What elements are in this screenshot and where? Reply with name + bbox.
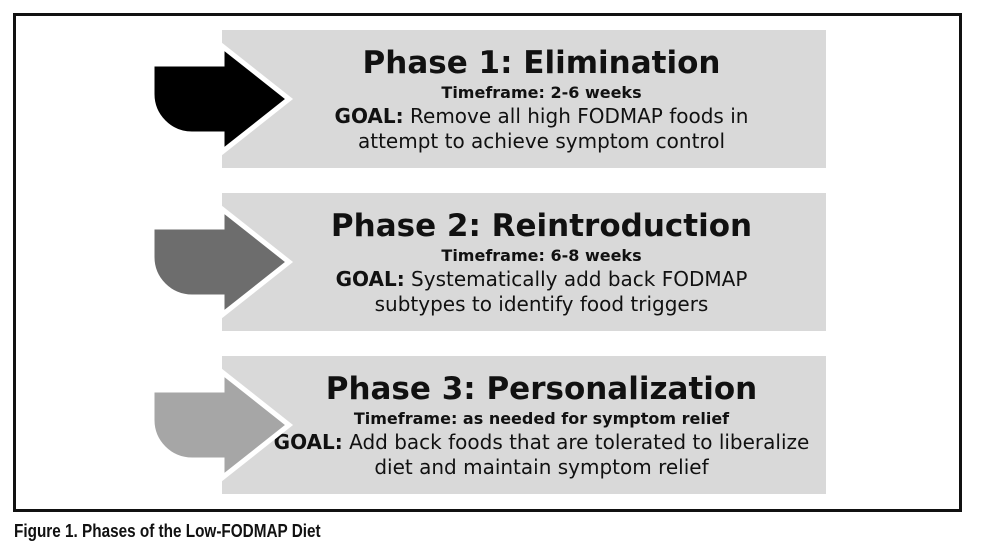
phase-timeframe: Timeframe: 6-8 weeks: [441, 246, 642, 265]
phase-3-box: Phase 3: Personalization Timeframe: as n…: [222, 356, 826, 494]
figure-caption: Figure 1. Phases of the Low-FODMAP Diet: [14, 521, 321, 541]
phase-2-box: Phase 2: Reintroduction Timeframe: 6-8 w…: [222, 193, 826, 331]
figure-frame: [13, 13, 962, 512]
phase-goal: GOAL: Remove all high FODMAP foods in at…: [334, 104, 749, 153]
arrow-icon: [149, 204, 294, 320]
arrow-icon: [149, 367, 294, 483]
phase-timeframe: Timeframe: as needed for symptom relief: [353, 409, 730, 428]
phase-goal: GOAL: Systematically add back FODMAP sub…: [335, 267, 748, 316]
phase-title: Phase 2: Reintroduction: [330, 208, 753, 244]
phase-1-box: Phase 1: Elimination Timeframe: 2-6 week…: [222, 30, 826, 168]
phase-title: Phase 3: Personalization: [325, 371, 758, 407]
arrow-icon: [149, 41, 294, 157]
phase-title: Phase 1: Elimination: [362, 45, 721, 81]
phase-goal: GOAL: Add back foods that are tolerated …: [273, 430, 810, 479]
phase-timeframe: Timeframe: 2-6 weeks: [441, 83, 642, 102]
